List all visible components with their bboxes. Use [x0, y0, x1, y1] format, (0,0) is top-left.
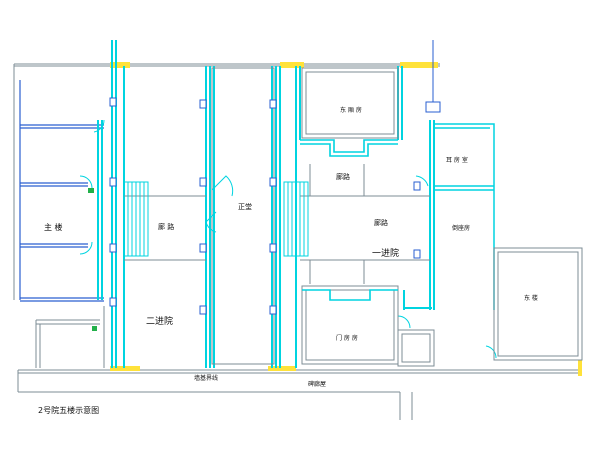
yellow-accents	[110, 62, 582, 376]
right-wing-walls	[434, 123, 495, 310]
side-room-label: 倒座房	[452, 225, 471, 232]
north-room-porch	[300, 139, 398, 157]
south-rooms	[301, 285, 435, 367]
center-hall-label: 正堂	[238, 203, 252, 211]
small-room-label: 耳 房 室	[446, 157, 468, 164]
right-small-box	[425, 40, 441, 113]
stairs-left	[123, 181, 149, 257]
left-rooms	[19, 80, 104, 302]
north-room-label: 东 厢 房	[340, 107, 362, 114]
corridor-right-label: 廊路	[374, 219, 388, 227]
doors	[79, 119, 497, 359]
bottom-note-b: 墙基界线	[194, 375, 219, 382]
corridor-top-label: 廊路	[336, 173, 350, 181]
north-room-walls	[211, 67, 399, 365]
caption: 2号院五楼示意图	[38, 406, 100, 415]
first-court-label: 一进院	[372, 249, 400, 259]
corridor-left-label: 廊 路	[158, 223, 175, 231]
south-room-label: 门 房 房	[336, 335, 358, 342]
right-building	[493, 247, 583, 361]
stairs-center	[283, 181, 309, 257]
bottom-note-a: 碑廊屋	[308, 381, 327, 388]
green-accents	[88, 188, 97, 331]
main-room-label: 主 楼	[44, 223, 63, 232]
left-lower-walls	[35, 306, 105, 368]
column-markers	[109, 97, 421, 315]
right-building-label: 东 楼	[524, 295, 538, 302]
second-court-label: 二进院	[146, 317, 174, 327]
south-porch	[302, 289, 398, 301]
center-corridors	[124, 164, 430, 284]
